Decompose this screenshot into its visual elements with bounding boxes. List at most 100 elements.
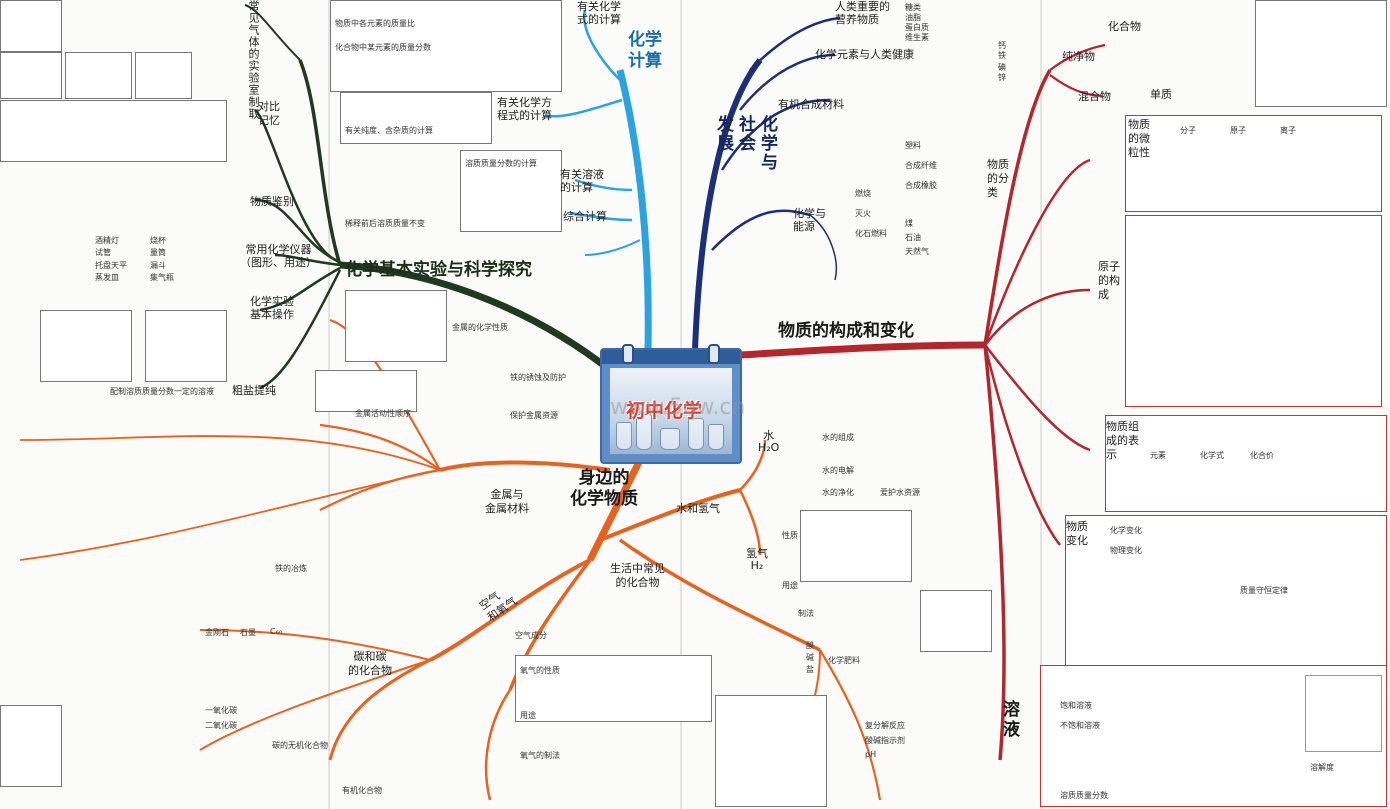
atom-structure-label: 原子 的构 成	[1098, 260, 1120, 301]
atom-structure-box	[1125, 215, 1382, 407]
lab-note: 托盘天平	[95, 261, 127, 270]
metal-note: 铁的锈蚀及防护	[510, 373, 566, 382]
society-item: 灭火	[855, 209, 871, 218]
change-label: 物质 变化	[1066, 520, 1088, 547]
solution-calc-label: 有关溶液 的计算	[560, 168, 604, 194]
carbon-note: 二氧化碳	[205, 721, 237, 730]
hydrogen-label: 氢气 H₂	[746, 547, 768, 572]
society-item: 燃烧	[855, 189, 871, 198]
solution-prep-label: 配制溶质质量分数一定的溶液	[110, 387, 214, 396]
carbon-note: 石墨	[240, 628, 256, 637]
apparatus-figure	[40, 310, 132, 382]
oxygen-table	[515, 655, 712, 722]
branch-structure: 物质的构成和变化	[778, 321, 914, 341]
metal-note: 保护金属资源	[510, 411, 558, 420]
organic-materials-label: 有机合成材料	[778, 98, 844, 111]
society-item: 糖类	[905, 3, 921, 12]
lab-note: 量筒	[150, 248, 166, 257]
water-note: 用途	[782, 581, 798, 590]
lab-branch	[244, 4, 613, 390]
apparatus-figure	[135, 52, 192, 99]
carbon-note: 碳的无机化合物	[272, 741, 328, 750]
society-item: 碘	[998, 63, 1006, 72]
branch-calc: 化学 计算	[628, 30, 662, 71]
water-note: 水的电解	[822, 466, 854, 475]
branch-society: 化学与 社会 发展	[713, 115, 777, 172]
society-branch	[692, 16, 841, 351]
comparison-label: 对比 记忆	[258, 100, 280, 127]
compound-note: 复分解反应	[865, 721, 905, 730]
particle-box	[1125, 115, 1382, 212]
operations-label: 化学实验 基本操作	[250, 295, 294, 321]
apparatus-figure	[0, 100, 227, 162]
calendar-bar	[602, 350, 740, 364]
compound-note: 酸碱指示剂	[865, 736, 905, 745]
solution-label: 溶 液	[1003, 700, 1020, 740]
society-item: 油脂	[905, 13, 921, 22]
lab-note: 试管	[95, 248, 111, 257]
structure-note: 化合价	[1250, 451, 1274, 460]
compound-table	[1255, 0, 1387, 107]
composition-label: 物质组 成的表 示	[1106, 420, 1139, 461]
society-item: 钙	[998, 41, 1006, 50]
apparatus-figure	[0, 705, 62, 787]
calendar-ring-icon	[622, 344, 634, 364]
formula-table	[330, 0, 562, 92]
formula-table	[460, 150, 562, 232]
society-item: 铁	[998, 51, 1006, 60]
flask-icon	[616, 422, 632, 450]
change-box	[1065, 515, 1387, 667]
water-hydrogen-label: 水和氢气	[676, 502, 720, 515]
lab-note: 漏斗	[150, 261, 166, 270]
structure-note: 不饱和溶液	[1060, 721, 1100, 730]
branch-lab: 化学基本实验与科学探究	[345, 260, 532, 280]
air-note: 氧气的制法	[520, 751, 560, 760]
apparatus-figure	[0, 52, 62, 99]
flask-icon	[708, 424, 724, 450]
water-note: 水的组成	[822, 433, 854, 442]
air-note: 氧气的性质	[520, 666, 560, 675]
metal-note: 金属的化学性质	[452, 323, 508, 332]
calc-note: 稀释前后溶质质量不变	[345, 219, 425, 228]
calendar-ring-icon	[708, 344, 720, 364]
metal-note: 金属活动性顺序	[355, 409, 411, 418]
water-label: 水 H₂O	[758, 429, 780, 454]
watermark: www.5ow.cn	[610, 395, 746, 420]
society-item: 石油	[905, 233, 921, 242]
calc-note: 溶质质量分数的计算	[465, 159, 537, 168]
compound-note: 酸	[806, 641, 814, 650]
classification-label: 物质 的分 类	[987, 158, 1009, 199]
fold-line	[1040, 0, 1042, 809]
structure-note: 元素	[1150, 451, 1166, 460]
compound-note: pH	[865, 750, 877, 759]
equation-table	[315, 370, 417, 412]
energy-label: 化学与 能源	[793, 207, 826, 233]
society-item: 锌	[998, 73, 1006, 82]
air-note: 空气成分	[515, 631, 547, 640]
structure-note: 分子	[1180, 126, 1196, 135]
nutrients-label: 人类重要的 营养物质	[835, 0, 890, 26]
apparatus-figure	[65, 52, 132, 99]
elemental-label: 单质	[1150, 88, 1172, 101]
combined-calc-label: 综合计算	[563, 210, 607, 223]
elements-health-label: 化学元素与人类健康	[815, 48, 914, 61]
compound-label: 化合物	[1108, 20, 1141, 33]
lab-note: 蒸发皿	[95, 273, 119, 282]
pure-label: 纯净物	[1062, 50, 1095, 63]
equation-table	[345, 290, 447, 362]
calc-note: 有关纯度、含杂质的计算	[345, 126, 433, 135]
water-note: 性质	[782, 531, 798, 540]
lab-glassware-image	[610, 368, 732, 454]
hydrogen-notes	[800, 510, 912, 582]
metal-note: 铁的冶炼	[275, 564, 307, 573]
instruments-label: 常用化学仪器 （图形、用途）	[240, 243, 317, 269]
structure-note: 溶解度	[1310, 763, 1334, 772]
lab-note: 酒精灯	[95, 236, 119, 245]
branch-substances: 身边的 化学物质	[570, 468, 638, 509]
structure-note: 饱和溶液	[1060, 701, 1092, 710]
water-note: 水的净化	[822, 488, 854, 497]
flask-icon	[688, 418, 704, 450]
composition-box	[1105, 415, 1387, 512]
